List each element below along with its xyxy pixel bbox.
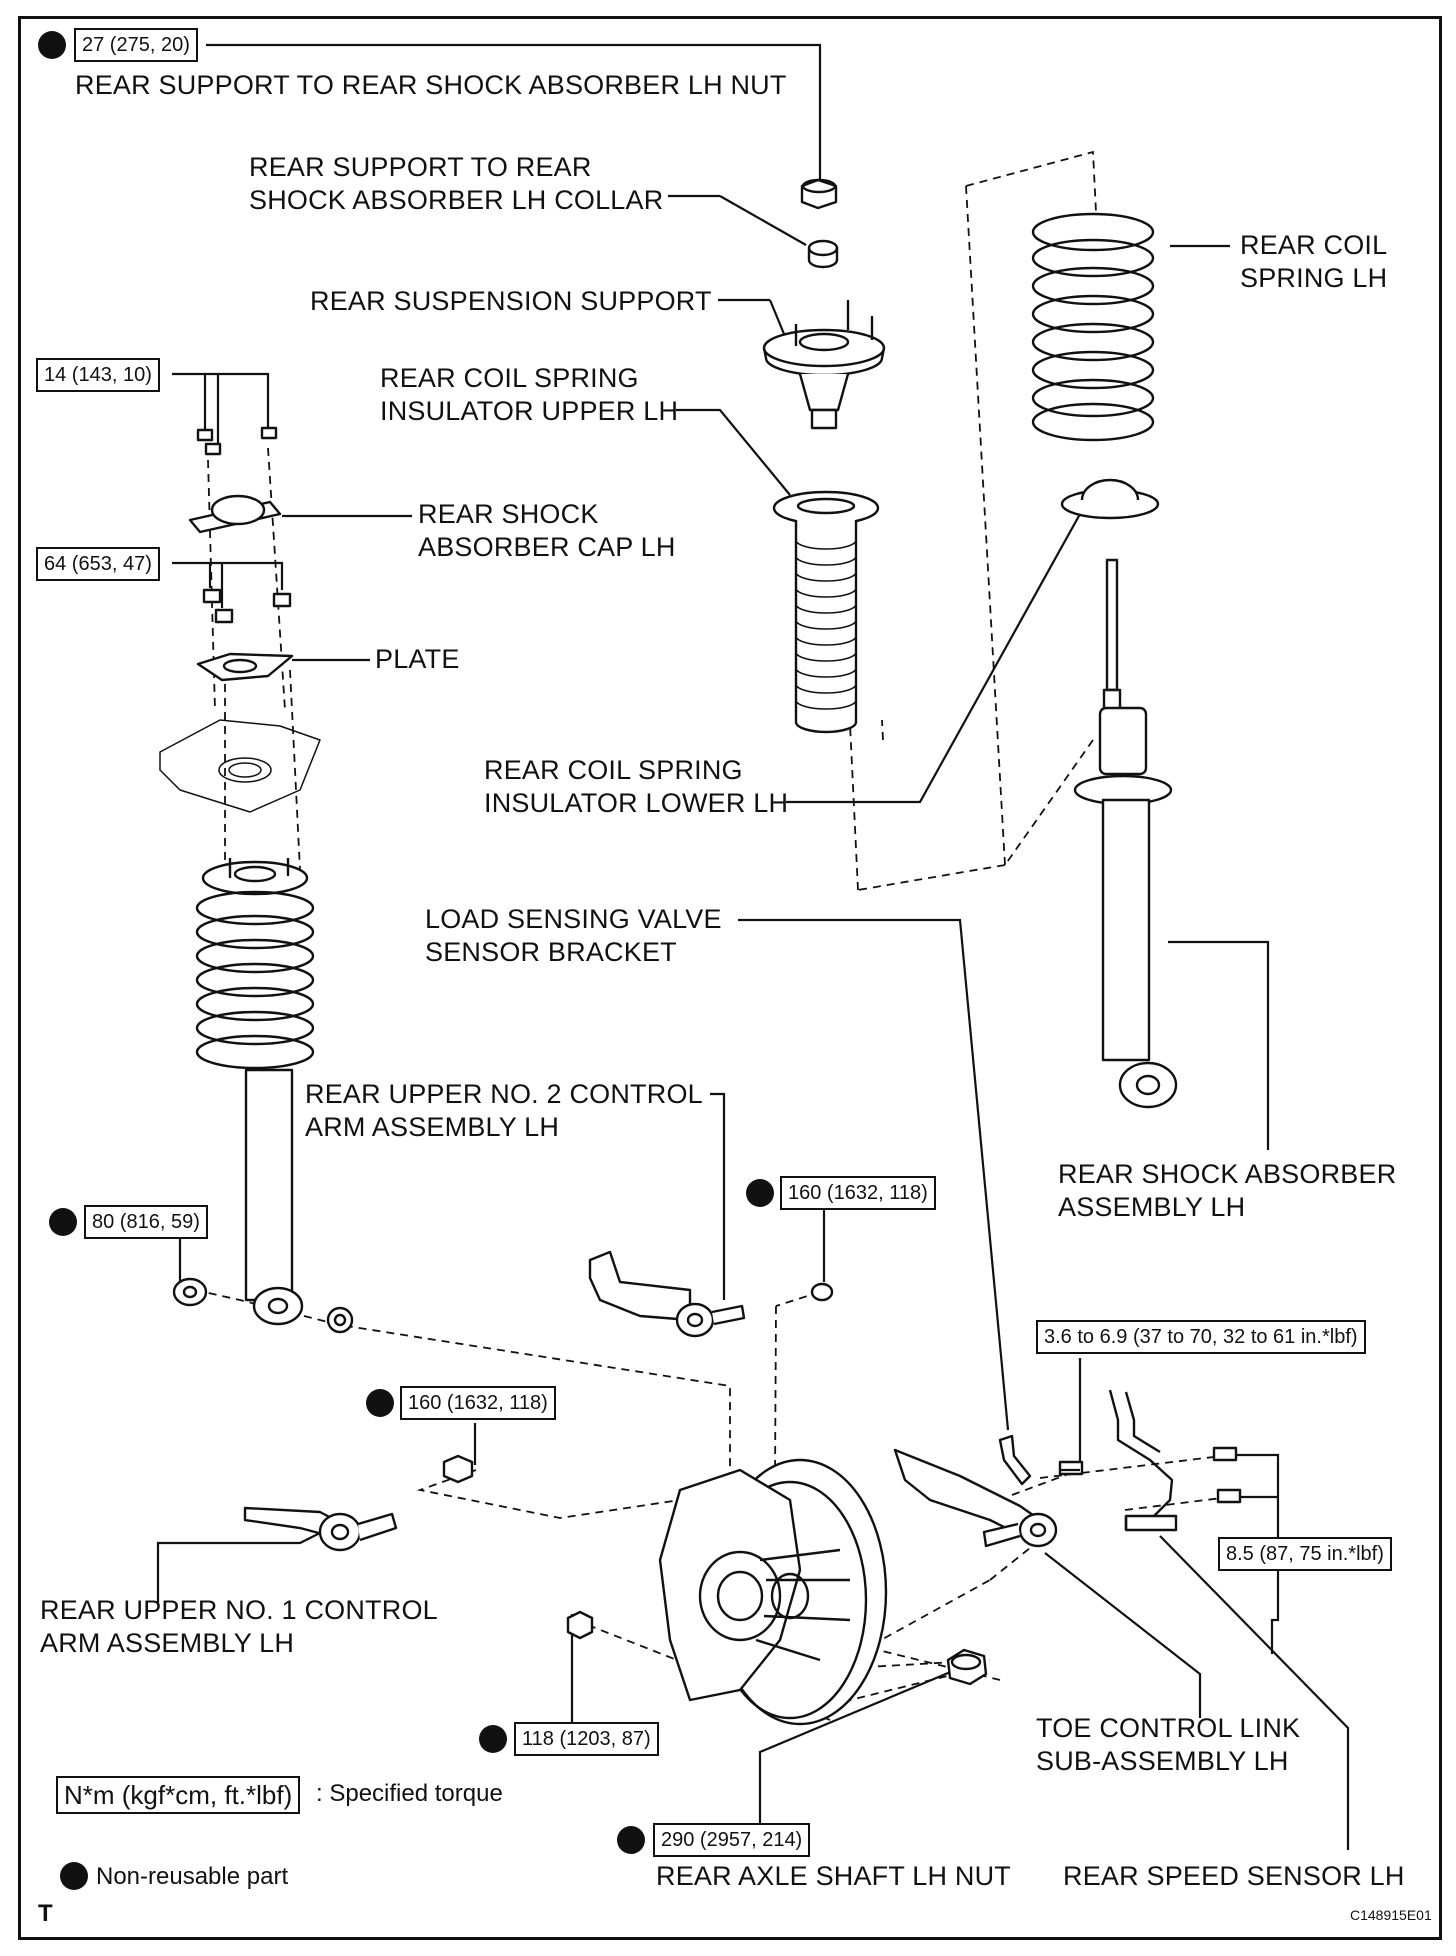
cap-nuts (196, 426, 278, 456)
torque-upper-no2: 160 (1632, 118) (780, 1176, 936, 1210)
suspension-support (762, 300, 886, 430)
upper-no1-nut (442, 1454, 474, 1484)
collar (807, 239, 839, 269)
label-insulator-upper-line2: INSULATOR UPPER LH (380, 396, 679, 426)
label-insulator-lower-line1: REAR COIL SPRING (484, 755, 743, 785)
torque-sensor-bolts: 8.5 (87, 75 in.*lbf) (1218, 1537, 1392, 1571)
toe-control-link (893, 1448, 1058, 1548)
lower-shock-nut (172, 1277, 208, 1307)
plate-nuts (202, 588, 292, 624)
nonreusable-marker (366, 1389, 394, 1417)
label-upper-no1-line1: REAR UPPER NO. 1 CONTROL (40, 1595, 438, 1625)
label-upper-no2-line1: REAR UPPER NO. 2 CONTROL (305, 1079, 703, 1109)
torque-upper-no1: 160 (1632, 118) (400, 1386, 556, 1420)
legend-nonreusable: Non-reusable part (96, 1863, 289, 1890)
label-lsv-bracket-line1: LOAD SENSING VALVE (425, 904, 722, 934)
nonreusable-marker (38, 31, 66, 59)
plate (196, 652, 294, 682)
torque-lower-shock: 80 (816, 59) (84, 1205, 208, 1239)
corner-mark-left: T (38, 1900, 53, 1927)
torque-bracket-bolt: 3.6 to 6.9 (37 to 70, 32 to 61 in.*lbf) (1036, 1320, 1366, 1354)
leader-shock-assy (1168, 940, 1270, 1150)
shock-absorber-cap (188, 494, 282, 534)
sensor-bolts (1212, 1446, 1242, 1504)
dash-lower-shock (194, 1289, 731, 1490)
torque-cap-nuts: 14 (143, 10) (36, 358, 160, 392)
diagram-frame (18, 16, 1442, 1940)
leader-insulator-upper (676, 408, 791, 496)
support-nut (800, 178, 838, 210)
shock-absorber (1073, 558, 1178, 1109)
label-upper-no2-line2: ARM ASSEMBLY LH (305, 1112, 560, 1142)
leader-cap-nuts (172, 372, 270, 428)
upper-no1-arm (243, 1506, 398, 1552)
leader-upper-no1 (156, 1527, 331, 1603)
insulator-upper (772, 490, 880, 734)
lsv-bracket (998, 1434, 1084, 1486)
torque-support-nut: 27 (275, 20) (74, 28, 198, 62)
nonreusable-marker (479, 1725, 507, 1753)
body-panel (159, 719, 321, 813)
label-cap-line1: REAR SHOCK (418, 499, 599, 529)
label-insulator-upper-line1: REAR COIL SPRING (380, 363, 639, 393)
nonreusable-marker (60, 1862, 88, 1890)
leader-plate-nuts (172, 561, 284, 590)
leader-toe-link (1044, 1552, 1202, 1718)
torque-toe-link: 118 (1203, 87) (514, 1722, 659, 1756)
leader-support-nut (206, 43, 822, 180)
toe-link-nut (566, 1610, 594, 1640)
axle-nut (946, 1648, 988, 1686)
legend-torque-unit: N*m (kgf*cm, ft.*lbf) (56, 1776, 301, 1814)
label-upper-no1-line2: ARM ASSEMBLY LH (40, 1628, 295, 1658)
figure-code: C148915E01 (1350, 1907, 1432, 1923)
legend-torque-desc: : Specified torque (316, 1780, 503, 1807)
upper-no2-arm (588, 1250, 834, 1338)
nonreusable-marker (617, 1826, 645, 1854)
label-suspension-support: REAR SUSPENSION SUPPORT (310, 286, 712, 316)
label-shock-assy-line1: REAR SHOCK ABSORBER (1058, 1159, 1397, 1189)
coil-spring-upper (1031, 212, 1155, 442)
nonreusable-marker (746, 1179, 774, 1207)
axle-carrier (658, 1458, 888, 1726)
insulator-lower (1060, 478, 1160, 520)
label-shock-assy-line2: ASSEMBLY LH (1058, 1192, 1246, 1222)
label-toe-link-line2: SUB-ASSEMBLY LH (1036, 1746, 1289, 1776)
strut-assembly (195, 858, 315, 1326)
label-axle-nut: REAR AXLE SHAFT LH NUT (656, 1861, 1011, 1891)
nonreusable-marker (49, 1208, 77, 1236)
label-insulator-lower-line2: INSULATOR LOWER LH (484, 788, 789, 818)
label-plate: PLATE (375, 644, 460, 674)
lower-shock-washer (326, 1306, 354, 1334)
label-support-nut: REAR SUPPORT TO REAR SHOCK ABSORBER LH N… (75, 70, 787, 100)
label-speed-sensor: REAR SPEED SENSOR LH (1063, 1861, 1405, 1891)
speed-sensor (1108, 1389, 1178, 1532)
torque-axle-nut: 290 (2957, 214) (653, 1823, 811, 1857)
leader-speed-sensor (1159, 1535, 1350, 1850)
label-coil-spring-line2: SPRING LH (1240, 263, 1388, 293)
label-coil-spring-line1: REAR COIL (1240, 230, 1388, 260)
leader-lsv-bracket (738, 918, 1010, 1431)
torque-plate-nuts: 64 (653, 47) (36, 547, 160, 581)
dash-upper-no1 (416, 1469, 681, 1519)
leader-insulator-lower (786, 504, 1086, 804)
dash-spring-frame (965, 150, 1097, 213)
leader-upper-no2 (710, 1092, 726, 1300)
leader-sensor-bolts (1230, 1453, 1280, 1654)
label-cap-line2: ABSORBER CAP LH (418, 532, 676, 562)
label-toe-link-line1: TOE CONTROL LINK (1036, 1713, 1301, 1743)
label-collar-line2: SHOCK ABSORBER LH COLLAR (249, 185, 664, 215)
leader-axle-nut (758, 1666, 961, 1828)
label-collar-line1: REAR SUPPORT TO REAR (249, 152, 592, 182)
label-lsv-bracket-line2: SENSOR BRACKET (425, 937, 677, 967)
